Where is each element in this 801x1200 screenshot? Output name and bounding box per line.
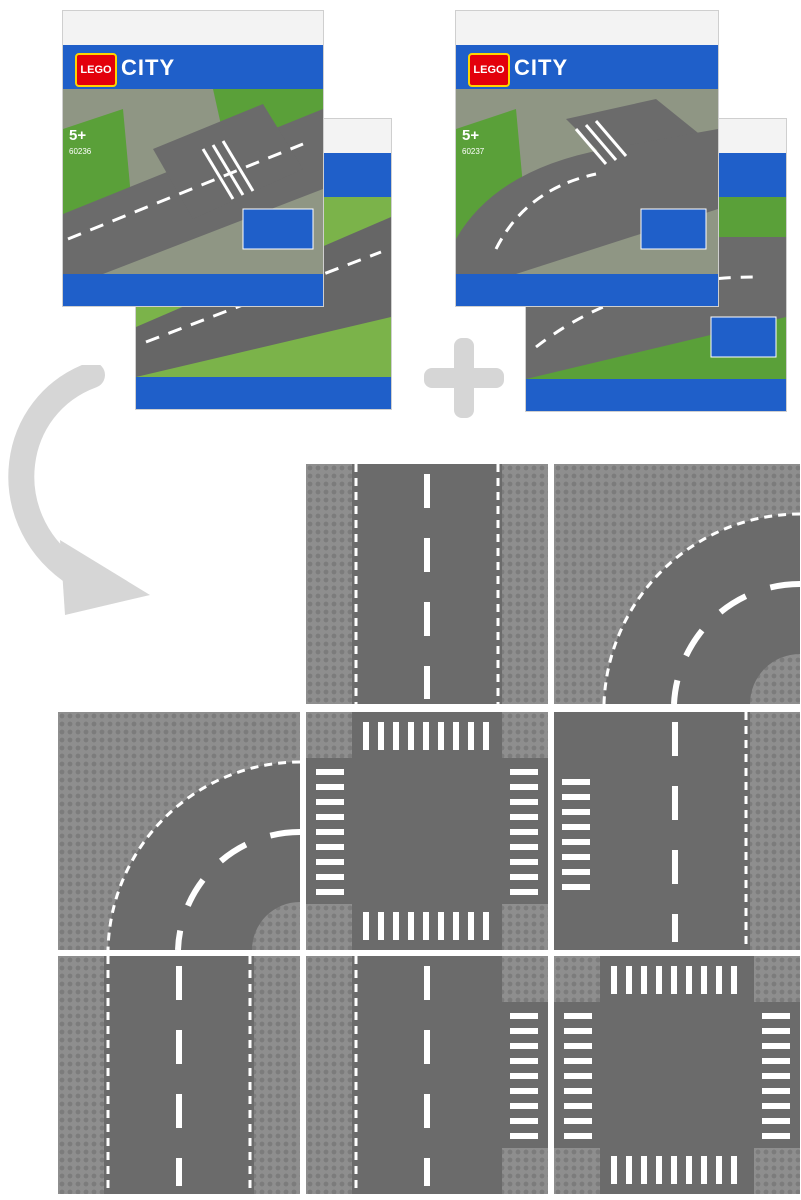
road-tile-t-junction bbox=[306, 956, 548, 1194]
city-logo: CITY bbox=[121, 55, 176, 80]
product-box-front-left: LEGO CITY 5+ 60236 bbox=[62, 10, 324, 307]
age-label: 5+ bbox=[69, 127, 87, 144]
road-tile-curve-top-right bbox=[554, 464, 800, 704]
set-number: 60237 bbox=[462, 147, 485, 156]
set-number: 60236 bbox=[69, 147, 92, 156]
product-box-front-right: LEGO CITY 5+ 60237 bbox=[455, 10, 719, 307]
lego-logo: LEGO bbox=[468, 53, 510, 87]
road-tile-straight bbox=[306, 464, 548, 704]
lego-logo: LEGO bbox=[75, 53, 117, 87]
road-tile-crossroads bbox=[306, 712, 548, 950]
age-label: 5+ bbox=[462, 127, 480, 144]
road-tile-crossroads-bottom-right bbox=[554, 956, 800, 1194]
city-logo: CITY bbox=[514, 55, 569, 80]
road-tile-straight-bottom-left bbox=[58, 956, 300, 1194]
plus-icon bbox=[424, 338, 504, 418]
road-tile-straight-right bbox=[554, 712, 800, 950]
road-tile-curve-left bbox=[58, 712, 300, 950]
curved-arrow-icon bbox=[8, 365, 150, 615]
